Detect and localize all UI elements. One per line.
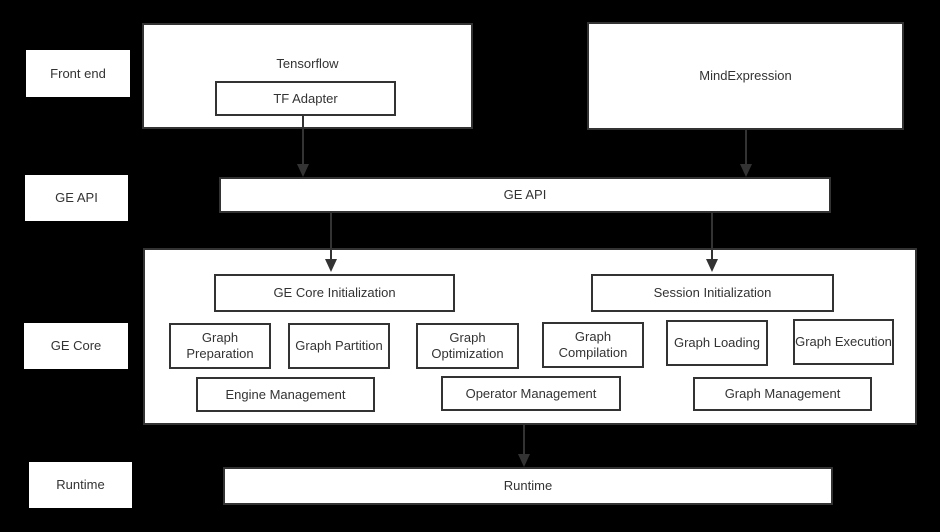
- layer-label-ge-api: GE API: [25, 175, 128, 221]
- engine-management-box: Engine Management: [196, 377, 375, 412]
- tf-adapter-label: TF Adapter: [273, 90, 338, 106]
- mind-expression-box: MindExpression: [587, 22, 904, 130]
- tensorflow-label: Tensorflow: [276, 56, 339, 71]
- layer-label-runtime: Runtime: [29, 462, 132, 508]
- arrow-mind-expression-to-ge-api: [740, 130, 752, 177]
- ge-core-panel: GE Core Initialization Session Initializ…: [143, 248, 917, 425]
- graph-management-box: Graph Management: [693, 377, 872, 411]
- graph-compilation-box: Graph Compilation: [542, 322, 644, 368]
- graph-loading-box: Graph Loading: [666, 320, 768, 366]
- arrow-tf-adapter-to-ge-api: [297, 114, 309, 177]
- graph-optimization-box: Graph Optimization: [416, 323, 519, 369]
- tensorflow-box: Tensorflow TF Adapter: [142, 23, 473, 129]
- arrow-ge-core-to-runtime: [518, 425, 530, 467]
- runtime-bar: Runtime: [223, 467, 833, 505]
- ge-api-bar: GE API: [219, 177, 831, 213]
- graph-partition-box: Graph Partition: [288, 323, 390, 369]
- tf-adapter-box: TF Adapter: [215, 81, 396, 116]
- graph-execution-box: Graph Execution: [793, 319, 894, 365]
- arrow-ge-api-to-ge-core-initialization: [325, 213, 337, 272]
- layer-label-front-end: Front end: [26, 50, 130, 97]
- ge-core-initialization-box: GE Core Initialization: [214, 274, 455, 312]
- operator-management-box: Operator Management: [441, 376, 621, 411]
- session-initialization-box: Session Initialization: [591, 274, 834, 312]
- graph-preparation-box: Graph Preparation: [169, 323, 271, 369]
- arrow-ge-api-to-session-initialization: [706, 213, 718, 272]
- layer-label-ge-core: GE Core: [24, 323, 128, 369]
